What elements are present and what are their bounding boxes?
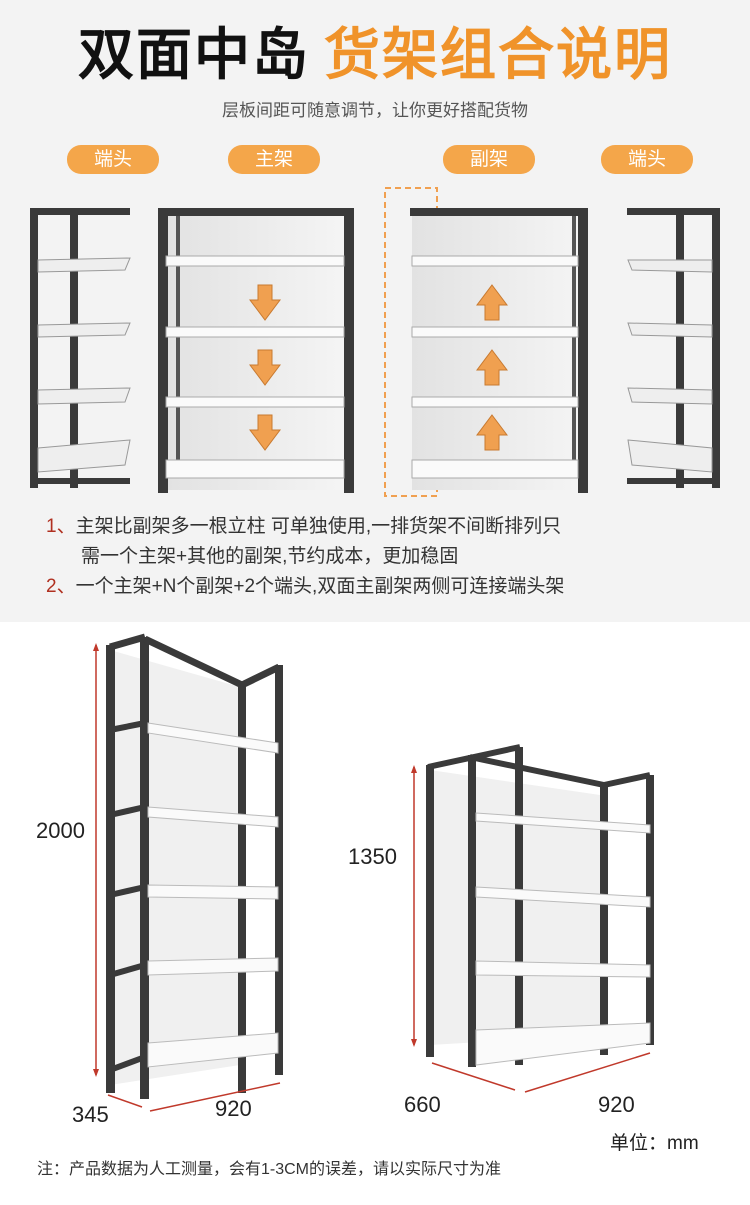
- dim-right-depth: 660: [404, 1092, 441, 1117]
- title-part1: 双面中岛: [78, 23, 310, 86]
- top-panel: [0, 0, 750, 622]
- dimension-drawings: [93, 633, 654, 1112]
- note-1: 1、主架比副架多一根立柱 可单独使用,一排货架不间断排列只: [46, 516, 562, 537]
- notes: 1、主架比副架多一根立柱 可单独使用,一排货架不间断排列只 需一个主架+其他的副…: [46, 512, 726, 602]
- dim-left-depth: 345: [72, 1102, 109, 1127]
- arrow-up-icon: [476, 284, 508, 451]
- main-frame: [158, 208, 354, 493]
- footnote: 注：产品数据为人工测量，会有1-3CM的误差，请以实际尺寸为准: [37, 1161, 502, 1178]
- label-end-right: 端头: [601, 145, 693, 174]
- label-sub: 副架: [443, 145, 535, 174]
- dim-right-height: 1350: [348, 844, 397, 869]
- label-end-left: 端头: [67, 145, 159, 174]
- title-part2: 货架组合说明: [324, 23, 672, 86]
- unit-label: 单位：mm: [610, 1133, 699, 1154]
- shelf-composition-diagram: [30, 187, 720, 497]
- end-unit-left: [30, 208, 131, 488]
- label-main: 主架: [228, 145, 320, 174]
- sub-frame: [410, 208, 588, 493]
- page-subtitle: 层板间距可随意调节，让你更好搭配货物: [222, 101, 528, 120]
- page-title: 双面中岛货架组合说明: [0, 22, 750, 88]
- note-1-cont: 需一个主架+其他的副架,节约成本，更加稳固: [81, 546, 459, 567]
- dim-left-height: 2000: [36, 818, 85, 843]
- note-2: 2、一个主架+N个副架+2个端头,双面主副架两侧可连接端头架: [46, 576, 565, 597]
- end-unit-right: [627, 208, 720, 488]
- dim-left-width: 920: [215, 1096, 252, 1121]
- shelf-single-drawing: [93, 633, 283, 1112]
- shelf-double-drawing: [411, 744, 654, 1093]
- dim-right-width: 920: [598, 1092, 635, 1117]
- arrow-down-icon: [249, 284, 281, 451]
